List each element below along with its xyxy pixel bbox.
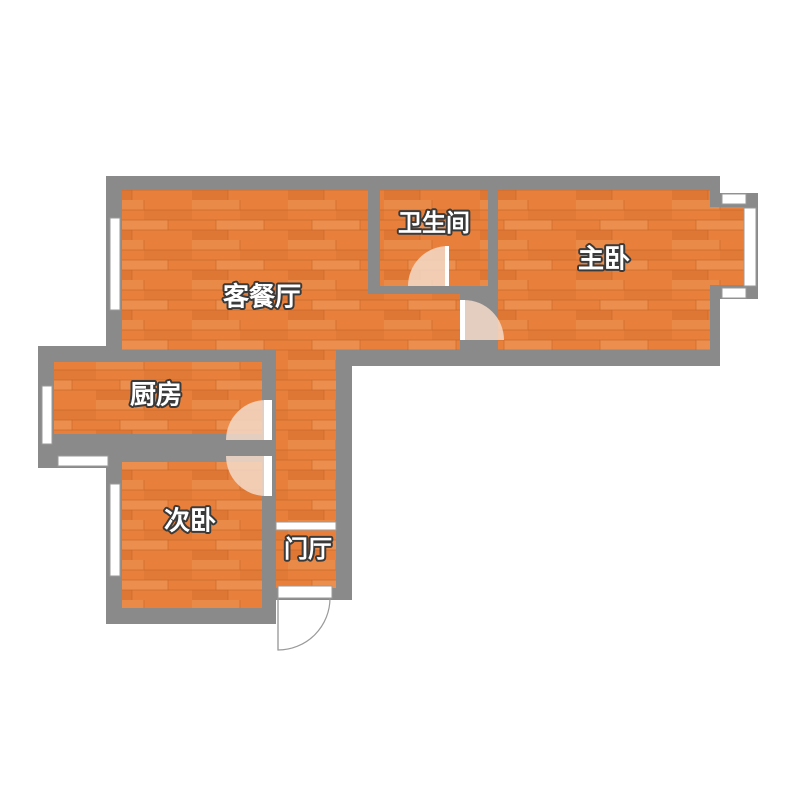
floor-foyer xyxy=(276,520,336,588)
entry-door-swing xyxy=(277,597,331,651)
floor-living-lower xyxy=(122,290,462,350)
window-kitchen-west xyxy=(41,385,53,445)
door-second-bedroom xyxy=(226,456,266,496)
label-kitchen: 厨房 xyxy=(130,381,182,411)
floor-kitchen xyxy=(54,362,262,434)
door-kitchen xyxy=(226,400,266,440)
window-kitchen-bottom xyxy=(57,455,109,467)
label-bathroom: 卫生间 xyxy=(398,209,470,237)
label-second-bedroom: 次卧 xyxy=(164,507,216,537)
window-master-top xyxy=(721,193,747,205)
floor-second-bedroom xyxy=(122,462,262,608)
door-master xyxy=(464,300,504,340)
window-master-east xyxy=(743,207,757,287)
window-foyer-top xyxy=(275,521,337,531)
room-labels: 客餐厅 卫生间 主卧 厨房 次卧 门厅 xyxy=(128,207,632,565)
floor-master-bay xyxy=(708,207,744,285)
window-second-bedroom-west xyxy=(109,483,121,577)
floor-master-bedroom xyxy=(498,190,710,350)
floor-corridor xyxy=(276,350,336,520)
door-bathroom xyxy=(408,246,448,286)
entry-door-opening xyxy=(277,585,333,599)
label-living-dining: 客餐厅 xyxy=(223,282,301,313)
window-master-bottom xyxy=(721,287,747,299)
window-living-west xyxy=(109,217,121,311)
windows xyxy=(41,193,757,577)
doors xyxy=(226,246,504,651)
label-master-bedroom: 主卧 xyxy=(578,245,630,275)
label-foyer: 门厅 xyxy=(284,535,332,563)
